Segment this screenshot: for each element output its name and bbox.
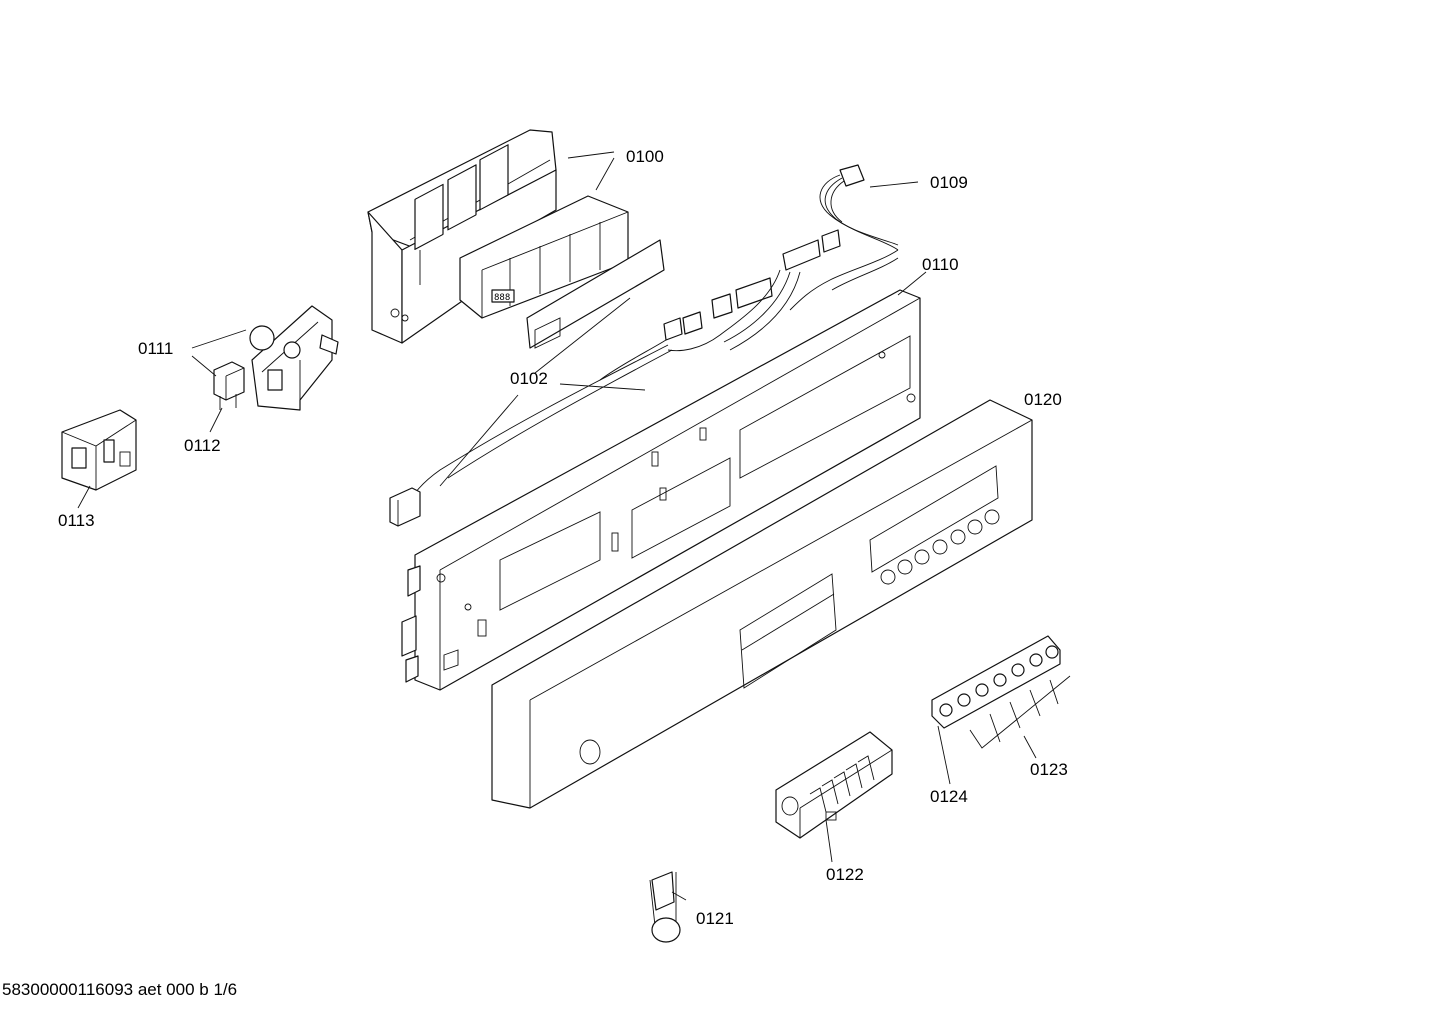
callout-0112: 0112: [184, 436, 221, 455]
callout-0122: 0122: [826, 865, 864, 884]
part-0113-door-switch: [61, 409, 137, 491]
callout-0111: 0111: [138, 339, 173, 358]
callout-0113: 0113: [58, 511, 95, 530]
part-0109-wire-harness: [389, 164, 899, 527]
callout-0109: 0109: [930, 173, 968, 192]
callout-0121: 0121: [696, 909, 734, 928]
display-readout: 888: [494, 293, 510, 303]
callout-0123: 0123: [1030, 760, 1068, 779]
callout-0110: 0110: [922, 255, 959, 274]
callout-0124: 0124: [930, 787, 968, 806]
part-0102-label-strip: [526, 239, 665, 349]
callout-0100: 0100: [626, 147, 664, 166]
part-0100-control-module: 888: [367, 129, 629, 344]
part-0122-door-handle: [775, 731, 893, 839]
part-0121-switch-plunger: [649, 871, 681, 943]
part-0111-main-switch: [249, 305, 339, 411]
part-0120-front-panel: [491, 399, 1033, 809]
leader-lines: [77, 151, 1071, 901]
drawing-number-footer: 58300000116093 aet 000 b 1/6: [2, 980, 238, 999]
callout-0120: 0120: [1024, 390, 1062, 409]
part-0124-button-carrier: [931, 635, 1061, 729]
callout-0102: 0102: [510, 369, 548, 388]
part-0112-interference-capacitor: [213, 361, 245, 410]
part-0110-panel-frame: [401, 289, 921, 691]
